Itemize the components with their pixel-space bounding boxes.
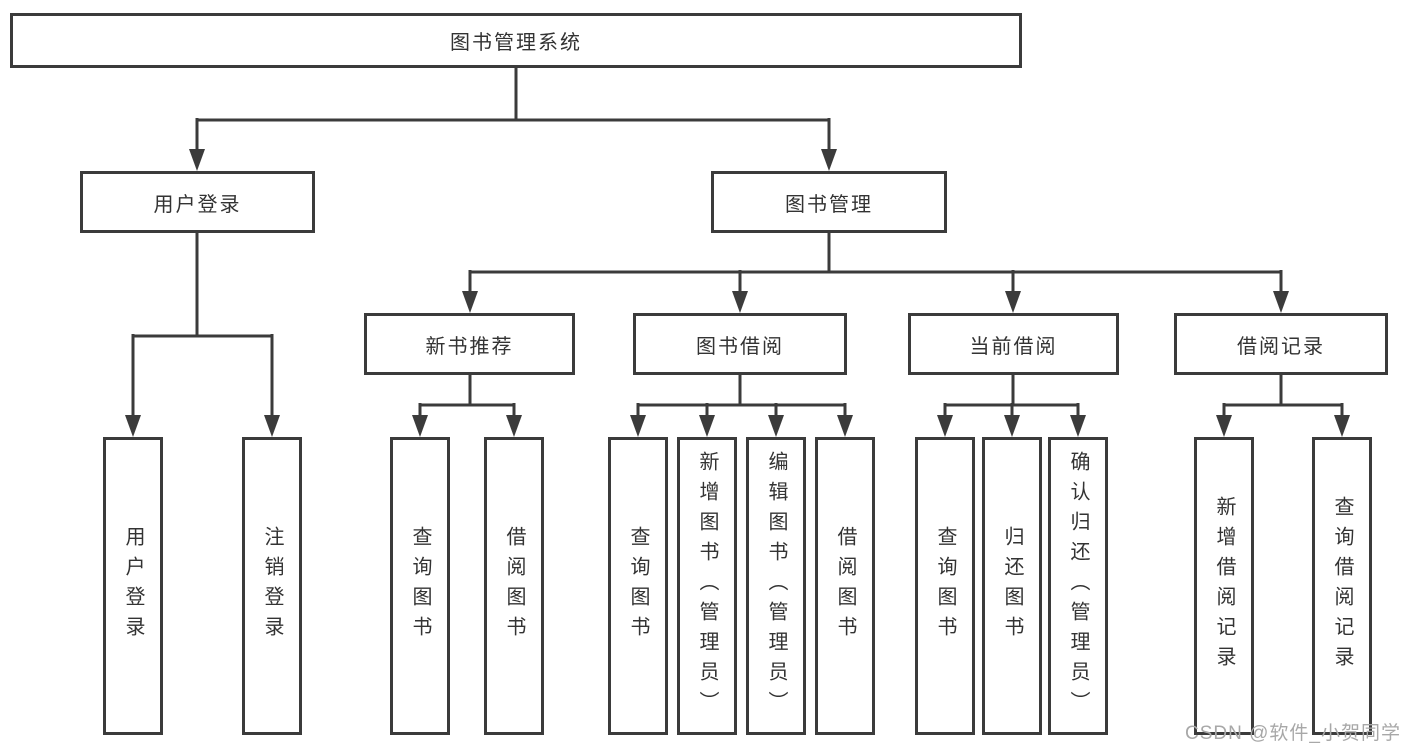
arrowheads-book-borrow-leaves <box>630 415 853 437</box>
leaf-confirm-return-admin: 确认归还（管理员） <box>1048 437 1108 735</box>
leaf-user-login: 用户登录 <box>103 437 163 735</box>
leaf-edit-book-admin: 编辑图书（管理员） <box>746 437 806 735</box>
leaf-query-book-borrowing: 查询图书 <box>608 437 668 735</box>
node-library-system: 图书管理系统 <box>10 13 1022 68</box>
arrowheads-user-login-leaves <box>125 415 280 437</box>
leaf-add-book-admin-label: 新增图书（管理员） <box>696 451 718 721</box>
leaf-user-login-label: 用户登录 <box>122 526 144 646</box>
connector-user-login-branch <box>131 233 274 417</box>
connector-book-mgmt-branch <box>468 233 1283 293</box>
leaf-borrow-book-recommend: 借阅图书 <box>484 437 544 735</box>
leaf-confirm-return-admin-label: 确认归还（管理员） <box>1067 451 1089 721</box>
arrowheads-new-book-leaves <box>412 415 522 437</box>
leaf-borrow-book-borrowing: 借阅图书 <box>815 437 875 735</box>
arrowheads-borrow-records-leaves <box>1216 415 1350 437</box>
leaf-add-borrow-record-label: 新增借阅记录 <box>1213 496 1235 676</box>
leaf-query-borrow-record: 查询借阅记录 <box>1312 437 1372 735</box>
connector-book-borrow-branch <box>636 375 847 417</box>
node-new-book-recommend: 新书推荐 <box>364 313 575 375</box>
leaf-query-book-recommend: 查询图书 <box>390 437 450 735</box>
leaf-query-borrow-record-label: 查询借阅记录 <box>1331 496 1353 676</box>
leaf-logout-login: 注销登录 <box>242 437 302 735</box>
node-current-borrowing: 当前借阅 <box>908 313 1119 375</box>
leaf-borrow-book-recommend-label: 借阅图书 <box>503 526 525 646</box>
leaf-logout-login-label: 注销登录 <box>261 526 283 646</box>
leaf-query-book-borrowing-label: 查询图书 <box>627 526 649 646</box>
arrowheads-level2 <box>189 149 837 171</box>
leaf-query-book-current-label: 查询图书 <box>934 526 956 646</box>
leaf-borrow-book-borrowing-label: 借阅图书 <box>834 526 856 646</box>
leaf-edit-book-admin-label: 编辑图书（管理员） <box>765 451 787 721</box>
node-book-borrowing: 图书借阅 <box>633 313 847 375</box>
node-user-login: 用户登录 <box>80 171 315 233</box>
connector-new-book-branch <box>418 375 516 417</box>
connector-borrow-records-branch <box>1222 375 1344 417</box>
leaf-return-book: 归还图书 <box>982 437 1042 735</box>
node-book-management: 图书管理 <box>711 171 947 233</box>
leaf-query-book-current: 查询图书 <box>915 437 975 735</box>
connector-current-borrow-branch <box>943 375 1080 417</box>
connector-root-to-level2 <box>195 68 831 151</box>
csdn-watermark: CSDN @软件_小贺同学 <box>1185 723 1401 744</box>
leaf-return-book-label: 归还图书 <box>1001 526 1023 646</box>
arrowheads-current-borrow-leaves <box>937 415 1086 437</box>
leaf-add-borrow-record: 新增借阅记录 <box>1194 437 1254 735</box>
arrowheads-level3 <box>462 291 1289 313</box>
leaf-add-book-admin: 新增图书（管理员） <box>677 437 737 735</box>
node-borrowing-records: 借阅记录 <box>1174 313 1388 375</box>
leaf-query-book-recommend-label: 查询图书 <box>409 526 431 646</box>
